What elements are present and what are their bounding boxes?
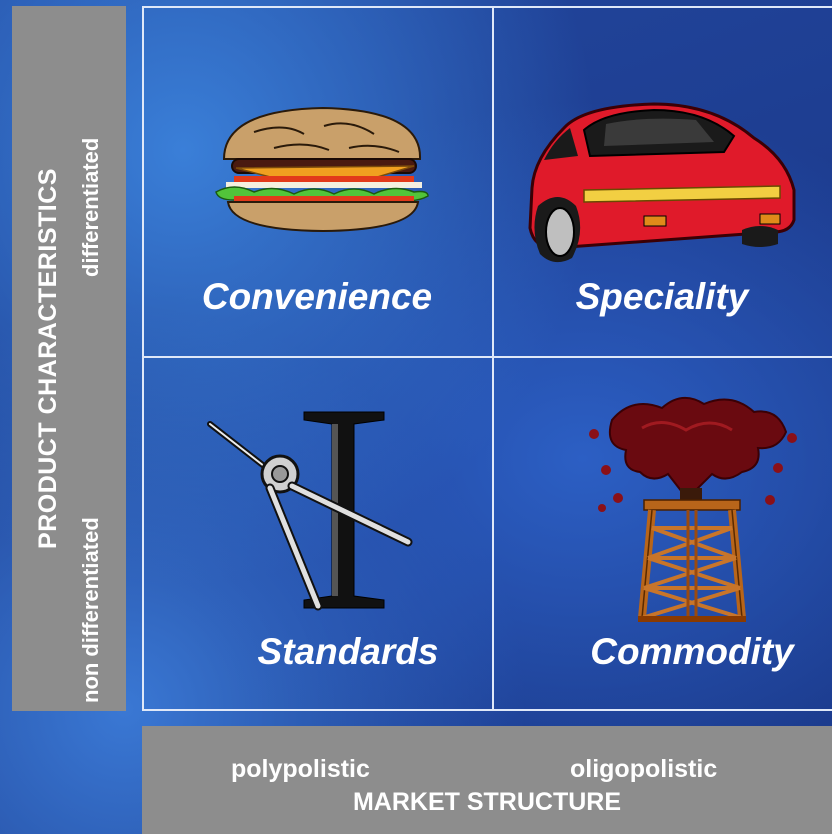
grid-top-border — [142, 6, 832, 8]
y-axis-title: PRODUCT CHARACTERISTICS — [34, 168, 62, 549]
sports-car-icon — [524, 98, 800, 275]
y-axis-high-label: differentiated — [78, 137, 103, 277]
commodity-label: Commodity — [590, 631, 794, 672]
y-axis-low-label: non differentiated — [78, 517, 103, 703]
hamburger-icon — [214, 104, 432, 239]
convenience-label: Convenience — [201, 276, 433, 317]
y-axis-text-group: PRODUCT CHARACTERISTICS non differentiat… — [12, 6, 126, 711]
x-axis-title: MARKET STRUCTURE — [352, 788, 622, 816]
x-axis-high-label: oligopolistic — [570, 755, 718, 783]
compass-and-beam-icon — [204, 410, 414, 619]
x-axis-low-label: polypolistic — [231, 755, 370, 783]
x-axis-panel: polypolistic oligopolistic MARKET STRUCT… — [142, 726, 832, 834]
grid-bottom-border — [142, 709, 832, 711]
grid-horizontal-divider — [142, 356, 832, 358]
speciality-label: Speciality — [575, 276, 749, 317]
grid-left-border — [142, 6, 144, 711]
oil-derrick-icon — [582, 388, 802, 629]
quadrant-grid: Convenience Speciality — [142, 6, 832, 711]
grid-vertical-divider — [492, 6, 494, 711]
standards-label: Standards — [257, 631, 439, 672]
y-axis-panel: PRODUCT CHARACTERISTICS non differentiat… — [12, 6, 126, 711]
